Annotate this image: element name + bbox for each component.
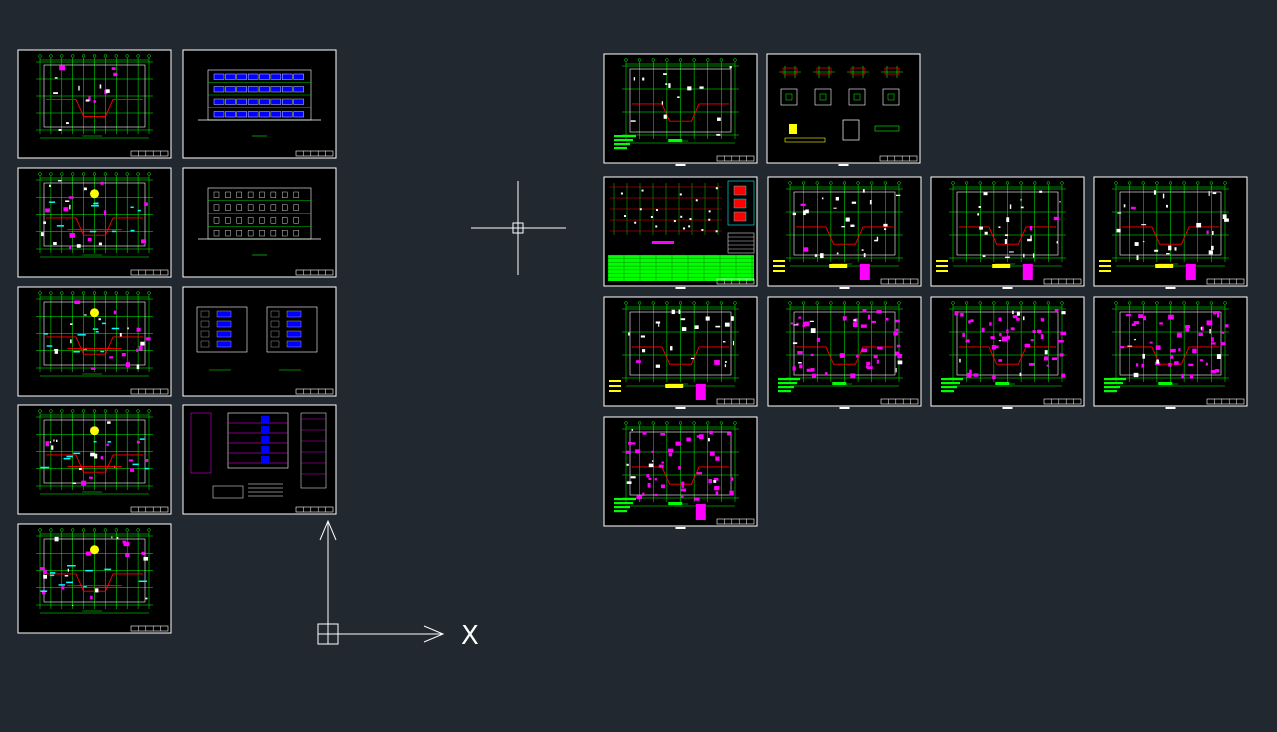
drawing-sheet-a6[interactable] xyxy=(182,286,337,397)
sheet-caption xyxy=(839,407,850,409)
title-block xyxy=(880,278,919,285)
title-block xyxy=(1043,398,1082,405)
title-block xyxy=(1206,398,1245,405)
drawing-sheet-s9[interactable] xyxy=(930,296,1085,409)
title-block xyxy=(880,398,919,405)
drawing-sheet-a8[interactable] xyxy=(182,404,337,515)
sheet-caption xyxy=(1002,407,1013,409)
title-block xyxy=(716,155,755,162)
title-block xyxy=(1206,278,1245,285)
drawing-sheet-s11[interactable] xyxy=(603,416,758,529)
title-block xyxy=(716,398,755,405)
drawing-sheet-s7[interactable] xyxy=(603,296,758,409)
title-block xyxy=(130,506,169,513)
sheet-caption xyxy=(675,527,686,529)
drawing-sheet-a5[interactable] xyxy=(17,286,172,397)
drawing-sheet-a2[interactable] xyxy=(182,49,337,159)
title-block xyxy=(716,278,755,285)
drawing-sheet-s1[interactable] xyxy=(603,53,758,166)
sheet-frame xyxy=(182,404,337,515)
sheet-caption xyxy=(1002,287,1013,289)
drawing-sheet-a3[interactable] xyxy=(17,167,172,278)
title-block xyxy=(295,150,334,157)
drawing-sheet-a4[interactable] xyxy=(182,167,337,278)
title-block xyxy=(879,155,918,162)
drawing-sheet-s10[interactable] xyxy=(1093,296,1248,409)
sheet-caption xyxy=(675,407,686,409)
sheet-frame xyxy=(182,286,337,397)
drawing-sheet-s8[interactable] xyxy=(767,296,922,409)
drawing-sheet-s2[interactable] xyxy=(766,53,921,166)
sheet-caption xyxy=(1165,287,1176,289)
title-block xyxy=(716,518,755,525)
title-block xyxy=(295,506,334,513)
drawing-sheet-s5[interactable] xyxy=(930,176,1085,289)
title-block xyxy=(1043,278,1082,285)
drawing-sheet-s6[interactable] xyxy=(1093,176,1248,289)
title-block xyxy=(130,269,169,276)
drawing-sheet-s3[interactable] xyxy=(603,176,758,289)
sheet-caption xyxy=(675,164,686,166)
title-block xyxy=(295,269,334,276)
ucs-icon: X xyxy=(317,519,479,651)
drawing-sheet-s4[interactable] xyxy=(767,176,922,289)
title-block xyxy=(130,625,169,632)
title-block xyxy=(130,388,169,395)
sheet-caption xyxy=(838,164,849,166)
title-block xyxy=(295,388,334,395)
ucs-x-label: X xyxy=(461,621,479,651)
sheet-caption xyxy=(1165,407,1176,409)
sheet-caption xyxy=(839,287,850,289)
title-block xyxy=(130,150,169,157)
sheet-caption xyxy=(675,287,686,289)
drawing-sheet-a7[interactable] xyxy=(17,404,172,515)
drawing-sheet-a1[interactable] xyxy=(17,49,172,159)
drawing-sheet-a9[interactable] xyxy=(17,523,172,634)
crosshair-cursor xyxy=(471,181,566,275)
